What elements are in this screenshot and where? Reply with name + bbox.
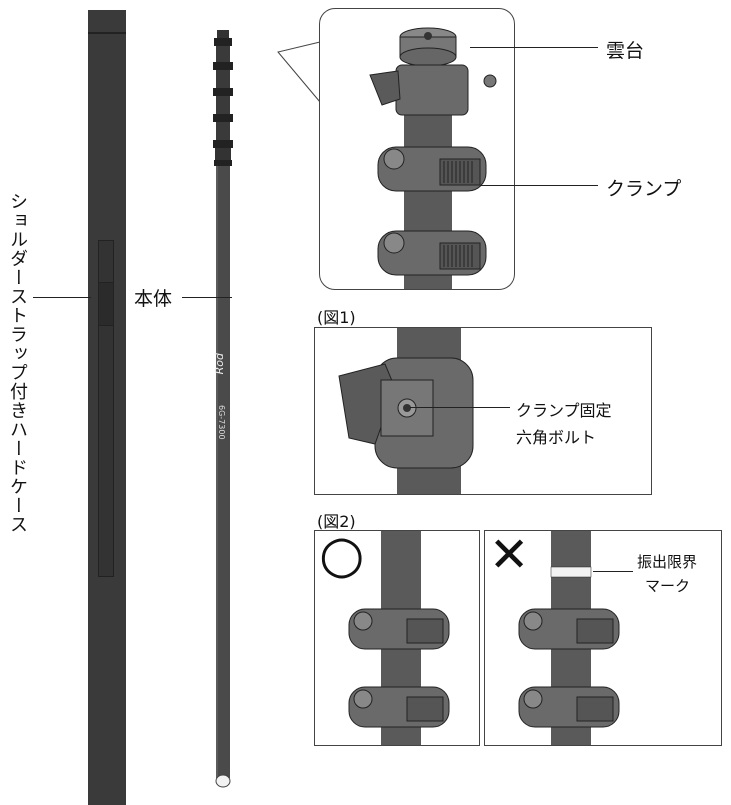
- head-label: 雲台: [606, 40, 645, 62]
- bolt-label-line2: 六角ボルト: [516, 428, 597, 447]
- clamp-leader-line: [480, 185, 598, 186]
- mark-label-line1: 振出限界: [637, 553, 698, 571]
- mark-leader-line: [593, 571, 633, 572]
- case-label: ショルダーストラップ付きハードケース: [7, 192, 28, 534]
- fig1-caption: (図1): [317, 308, 356, 327]
- ok-symbol: ○: [319, 530, 365, 585]
- ng-symbol: ✕: [489, 530, 530, 583]
- pole-brand: Rod: [213, 353, 226, 375]
- fig2-ok-panel: ○: [314, 530, 480, 746]
- fig2-caption: (図2): [317, 512, 356, 531]
- pole-model: 6G-7300: [217, 405, 226, 440]
- body-leader-line: [182, 297, 232, 298]
- callout-pointer: [277, 41, 321, 103]
- head-clamp-illustration: [369, 27, 497, 289]
- detail-panel-top: [319, 8, 515, 290]
- head-leader-line: [470, 47, 598, 48]
- mark-label-line2: マーク: [645, 577, 691, 595]
- case-leader-line: [33, 297, 91, 298]
- case-top-band: [88, 32, 126, 34]
- bolt-illustration: [338, 328, 474, 494]
- bolt-leader-line: [410, 407, 510, 408]
- fig1-panel: [314, 327, 652, 495]
- pole: Rod 6G-7300: [212, 30, 234, 790]
- hard-case: [88, 10, 126, 805]
- ok-clamp-illustration: [348, 531, 450, 745]
- pole-graphic: [213, 30, 233, 788]
- bolt-label-line1: クランプ固定: [516, 401, 612, 420]
- ng-clamp-illustration: [518, 531, 620, 745]
- clamp-label: クランプ: [606, 178, 682, 200]
- strap-buckle: [98, 282, 114, 326]
- body-label: 本体: [134, 288, 173, 310]
- fig2-ng-panel: ✕ 振出限界 マーク: [484, 530, 722, 746]
